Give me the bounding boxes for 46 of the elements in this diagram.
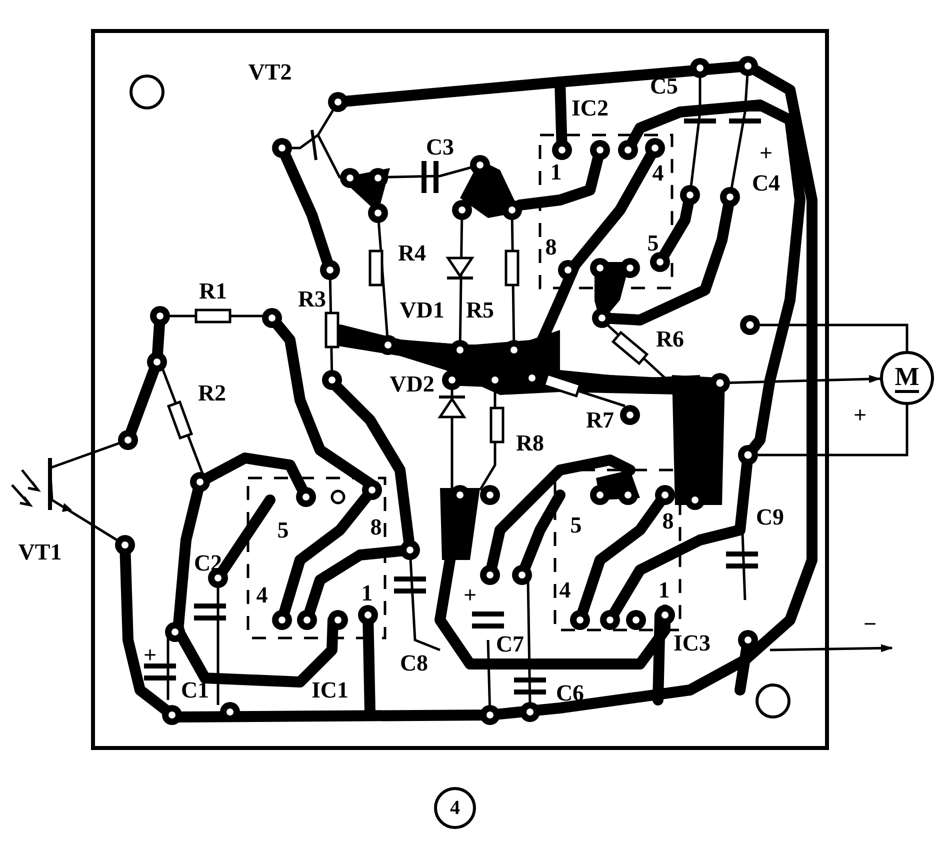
component-label: VT1 xyxy=(18,540,62,564)
component-label: R6 xyxy=(656,328,684,350)
component-label: R5 xyxy=(466,298,494,322)
component-label: C6 xyxy=(556,682,584,704)
component-label: R3 xyxy=(298,288,326,310)
component-label: C8 xyxy=(400,652,428,674)
component-label: VD1 xyxy=(400,298,444,322)
pin-number: 8 xyxy=(370,516,382,538)
component-label: IC2 xyxy=(571,96,609,120)
component-label: C7 xyxy=(496,632,524,656)
pin-number: 8 xyxy=(545,236,557,258)
component-label: C1 xyxy=(180,678,210,702)
pin-number: 5 xyxy=(277,518,289,542)
pin-number: 1 xyxy=(361,582,373,604)
pin-number: 1 xyxy=(550,160,562,184)
polarity-sign: + xyxy=(463,584,477,606)
component-label: C5 xyxy=(650,74,678,98)
pin-number: 5 xyxy=(647,232,659,254)
solder-pad xyxy=(738,445,758,465)
figure-number: 4 xyxy=(434,787,476,829)
component-label: IC3 xyxy=(673,632,711,654)
component-label: VD2 xyxy=(390,372,434,396)
component-label: R7 xyxy=(586,408,614,432)
polarity-sign: + xyxy=(143,644,157,666)
wire-arrow xyxy=(730,375,881,384)
component-label: R4 xyxy=(398,242,426,264)
solder-pad xyxy=(740,315,760,335)
polarity-sign: − xyxy=(863,612,877,636)
component-label: R8 xyxy=(516,432,544,454)
component-label: C9 xyxy=(756,506,784,528)
pin-number: 4 xyxy=(256,584,268,606)
pin-number: 1 xyxy=(658,578,670,602)
component-label: VT2 xyxy=(248,60,292,84)
pin-number: 5 xyxy=(570,514,582,536)
component-label: R1 xyxy=(198,280,228,302)
polarity-sign: + xyxy=(853,404,867,426)
component-label: IC1 xyxy=(311,678,349,702)
pin-number: 8 xyxy=(662,510,674,532)
motor-symbol: M xyxy=(880,351,934,405)
component-label: C4 xyxy=(752,172,780,194)
pin-number: 4 xyxy=(559,578,571,602)
polarity-sign: + xyxy=(759,142,773,164)
pin-number: 4 xyxy=(652,162,664,184)
component-label: R2 xyxy=(198,382,226,404)
wire xyxy=(758,405,908,456)
component-label: C3 xyxy=(426,136,454,158)
